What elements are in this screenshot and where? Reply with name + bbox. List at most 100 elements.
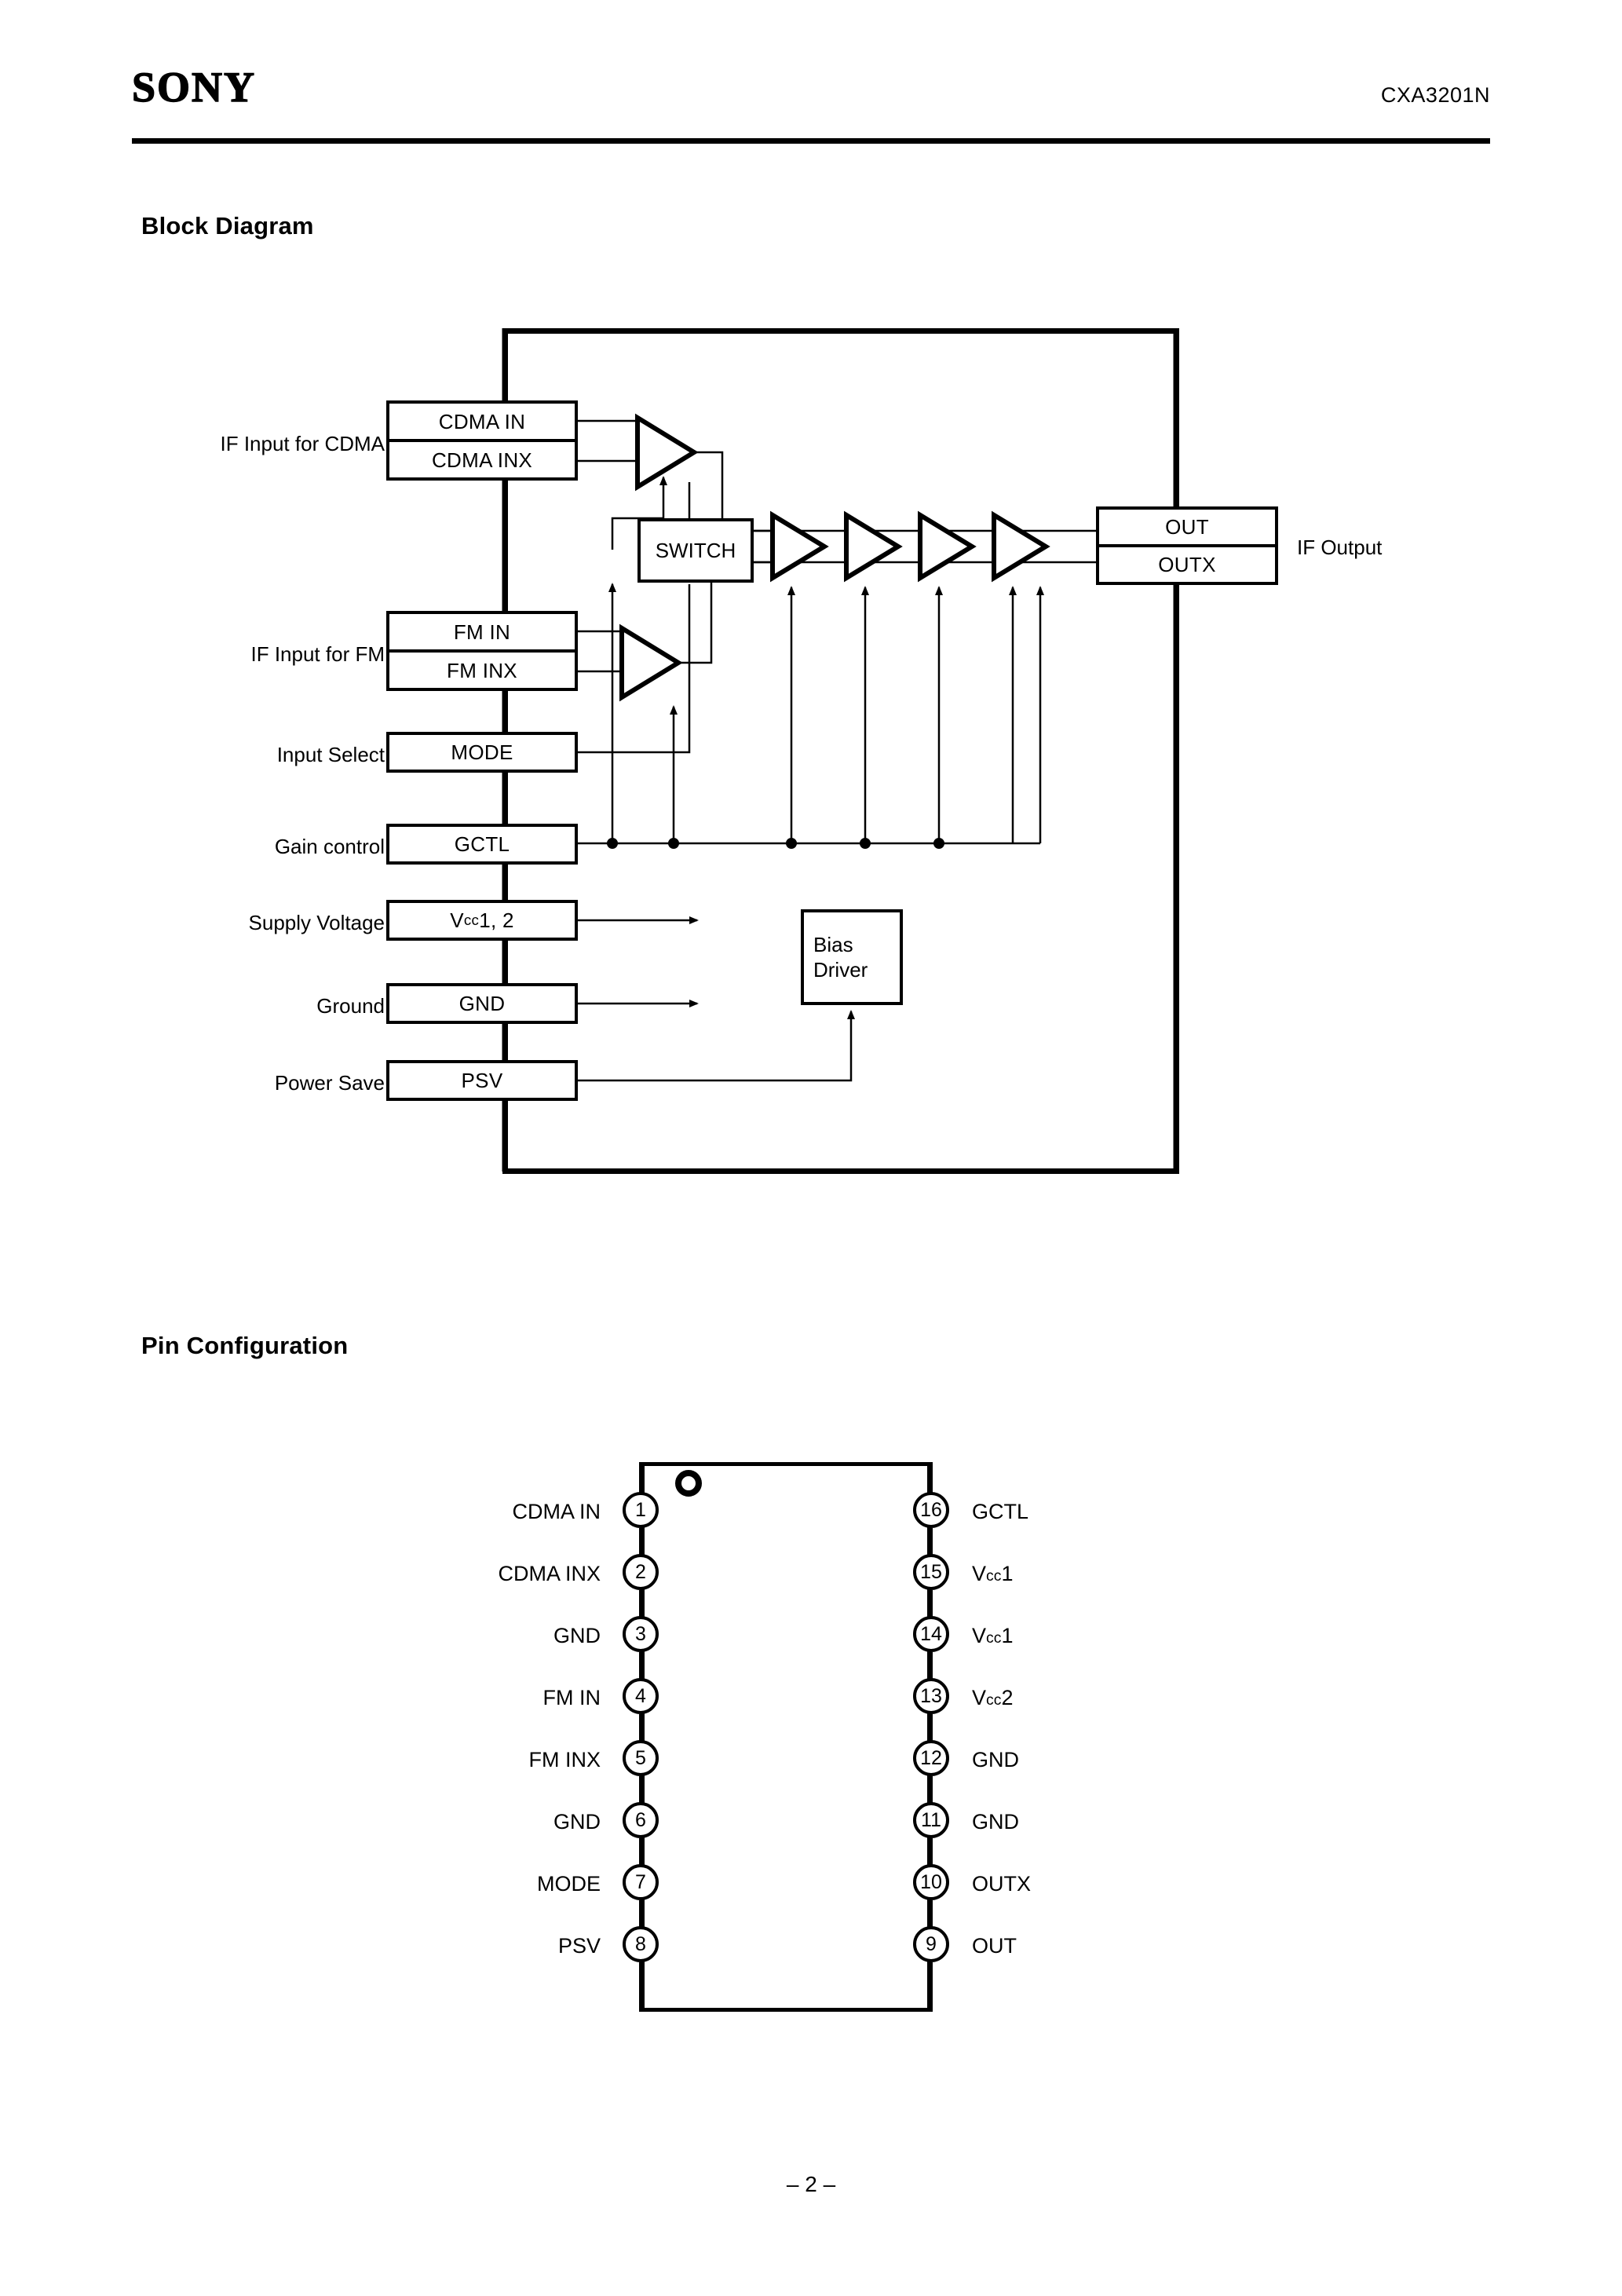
block-diagram-title: Block Diagram [141,212,314,239]
bias-driver-block: Bias Driver [801,909,903,1005]
pin-name-14-tail: 1 [1001,1624,1014,1647]
pin-lead-15 [929,1528,933,1555]
pin-number-1: 1 [623,1492,659,1528]
pin-name-15-sub: cc [986,1567,1002,1585]
pinbox-cdma: CDMA IN CDMA INX [386,400,578,481]
pin-number-15: 15 [913,1554,949,1590]
pin-lead-4 [639,1652,643,1679]
pin-name-11: GND [972,1812,1019,1833]
pin-name-10-main: OUTX [972,1872,1032,1896]
label-supply-voltage: Supply Voltage [248,911,385,934]
pin-name-13-sub: cc [986,1691,1002,1709]
bias-driver-line-2: Driver [813,958,868,982]
label-if-output: IF Output [1297,536,1383,559]
pinbox-cdma-in-label: CDMA IN [389,404,575,442]
pin-name-11-main: GND [972,1810,1019,1834]
pin-name-15-tail: 1 [1001,1562,1014,1585]
pin-name-16: GCTL [972,1501,1028,1523]
pin-number-7: 7 [623,1864,659,1900]
pin-number-10: 10 [913,1864,949,1900]
pin-number-14: 14 [913,1616,949,1652]
pin-lead-1 [639,1462,643,1509]
pin-lead-2 [639,1528,643,1555]
header-rule [132,138,1490,144]
pin-name-15-main: V [972,1562,987,1585]
pin-lead-9 [929,1900,933,1927]
pin-lead-8-tail [639,1962,643,2012]
pin-name-14-main: V [972,1624,987,1647]
pinbox-fm-in-label: FM IN [389,614,575,653]
pin-lead-12 [929,1714,933,1741]
pin-number-12: 12 [913,1740,949,1776]
pin-lead-10 [929,1838,933,1865]
pinbox-vcc-v: V [450,909,464,932]
pin-number-9: 9 [913,1926,949,1962]
pin-name-7: MODE [537,1872,601,1896]
pin-number-5: 5 [623,1740,659,1776]
page-number: – 2 – [786,2172,836,2196]
pin-name-14-sub: cc [986,1629,1002,1647]
pin-name-13-tail: 2 [1001,1686,1014,1709]
pin-name-13: Vcc2 [972,1687,1013,1709]
switch-block: SWITCH [637,518,754,583]
pinbox-out-label: OUT [1099,510,1275,547]
pin-lead-6 [639,1776,643,1803]
label-if-input-cdma: IF Input for CDMA [220,432,385,455]
pin-name-16-main: GCTL [972,1500,1029,1523]
pin-name-3: GND [553,1624,601,1647]
pin-name-1: CDMA IN [512,1500,601,1523]
pin-name-12: GND [972,1749,1019,1771]
pin-name-5: FM INX [528,1748,601,1771]
pin-name-2: CDMA INX [498,1562,601,1585]
pinbox-gctl: GCTL [386,824,578,865]
label-input-select: Input Select [276,743,385,766]
pinbox-psv: PSV [386,1060,578,1101]
pin-lead-14 [929,1590,933,1617]
pinbox-fm-inx-label: FM INX [447,658,517,682]
pin-name-14: Vcc1 [972,1625,1013,1647]
pin-number-8: 8 [623,1926,659,1962]
pin-number-6: 6 [623,1802,659,1838]
pin-name-13-main: V [972,1686,987,1709]
pin-lead-9-tail [929,1962,933,2012]
pin-number-16: 16 [913,1492,949,1528]
pinbox-gnd: GND [386,983,578,1024]
bias-driver-line-1: Bias [813,932,853,956]
pin-name-8: PSV [557,1934,601,1958]
label-if-input-fm: IF Input for FM [250,642,385,666]
label-ground: Ground [316,994,385,1018]
pin-number-2: 2 [623,1554,659,1590]
pin-number-3: 3 [623,1616,659,1652]
package-outline [641,1462,931,2012]
pin-lead-13 [929,1652,933,1679]
pin-lead-7 [639,1838,643,1865]
pinbox-mode: MODE [386,732,578,773]
pin-number-13: 13 [913,1678,949,1714]
pin-number-11: 11 [913,1802,949,1838]
pin-configuration-title: Pin Configuration [141,1332,349,1359]
pin-lead-5 [639,1714,643,1741]
pin-name-4: FM IN [542,1686,601,1709]
label-gain-control: Gain control [274,835,385,858]
sony-logo: SONY [131,64,257,111]
ic-frame-bottom [502,1168,1179,1174]
ic-frame-right [1174,328,1179,1174]
pin-1-notch-icon [675,1470,702,1497]
pin-name-15: Vcc1 [972,1563,1013,1585]
pin-number-4: 4 [623,1678,659,1714]
pin-name-10: OUTX [972,1874,1031,1895]
part-number: CXA3201N [1380,83,1490,107]
pin-lead-16 [929,1462,933,1509]
label-power-save: Power Save [274,1071,385,1095]
pinbox-vcc-sub: cc [463,911,480,928]
pinbox-cdma-inx-label: CDMA INX [431,448,533,472]
pin-lead-11 [929,1776,933,1803]
pin-lead-3 [639,1590,643,1617]
ic-frame-top [502,328,1179,334]
pinbox-out: OUT OUTX [1096,506,1278,585]
pinbox-fm: FM IN FM INX [386,611,578,691]
pin-name-9-main: OUT [972,1934,1017,1958]
pin-name-12-main: GND [972,1748,1019,1771]
